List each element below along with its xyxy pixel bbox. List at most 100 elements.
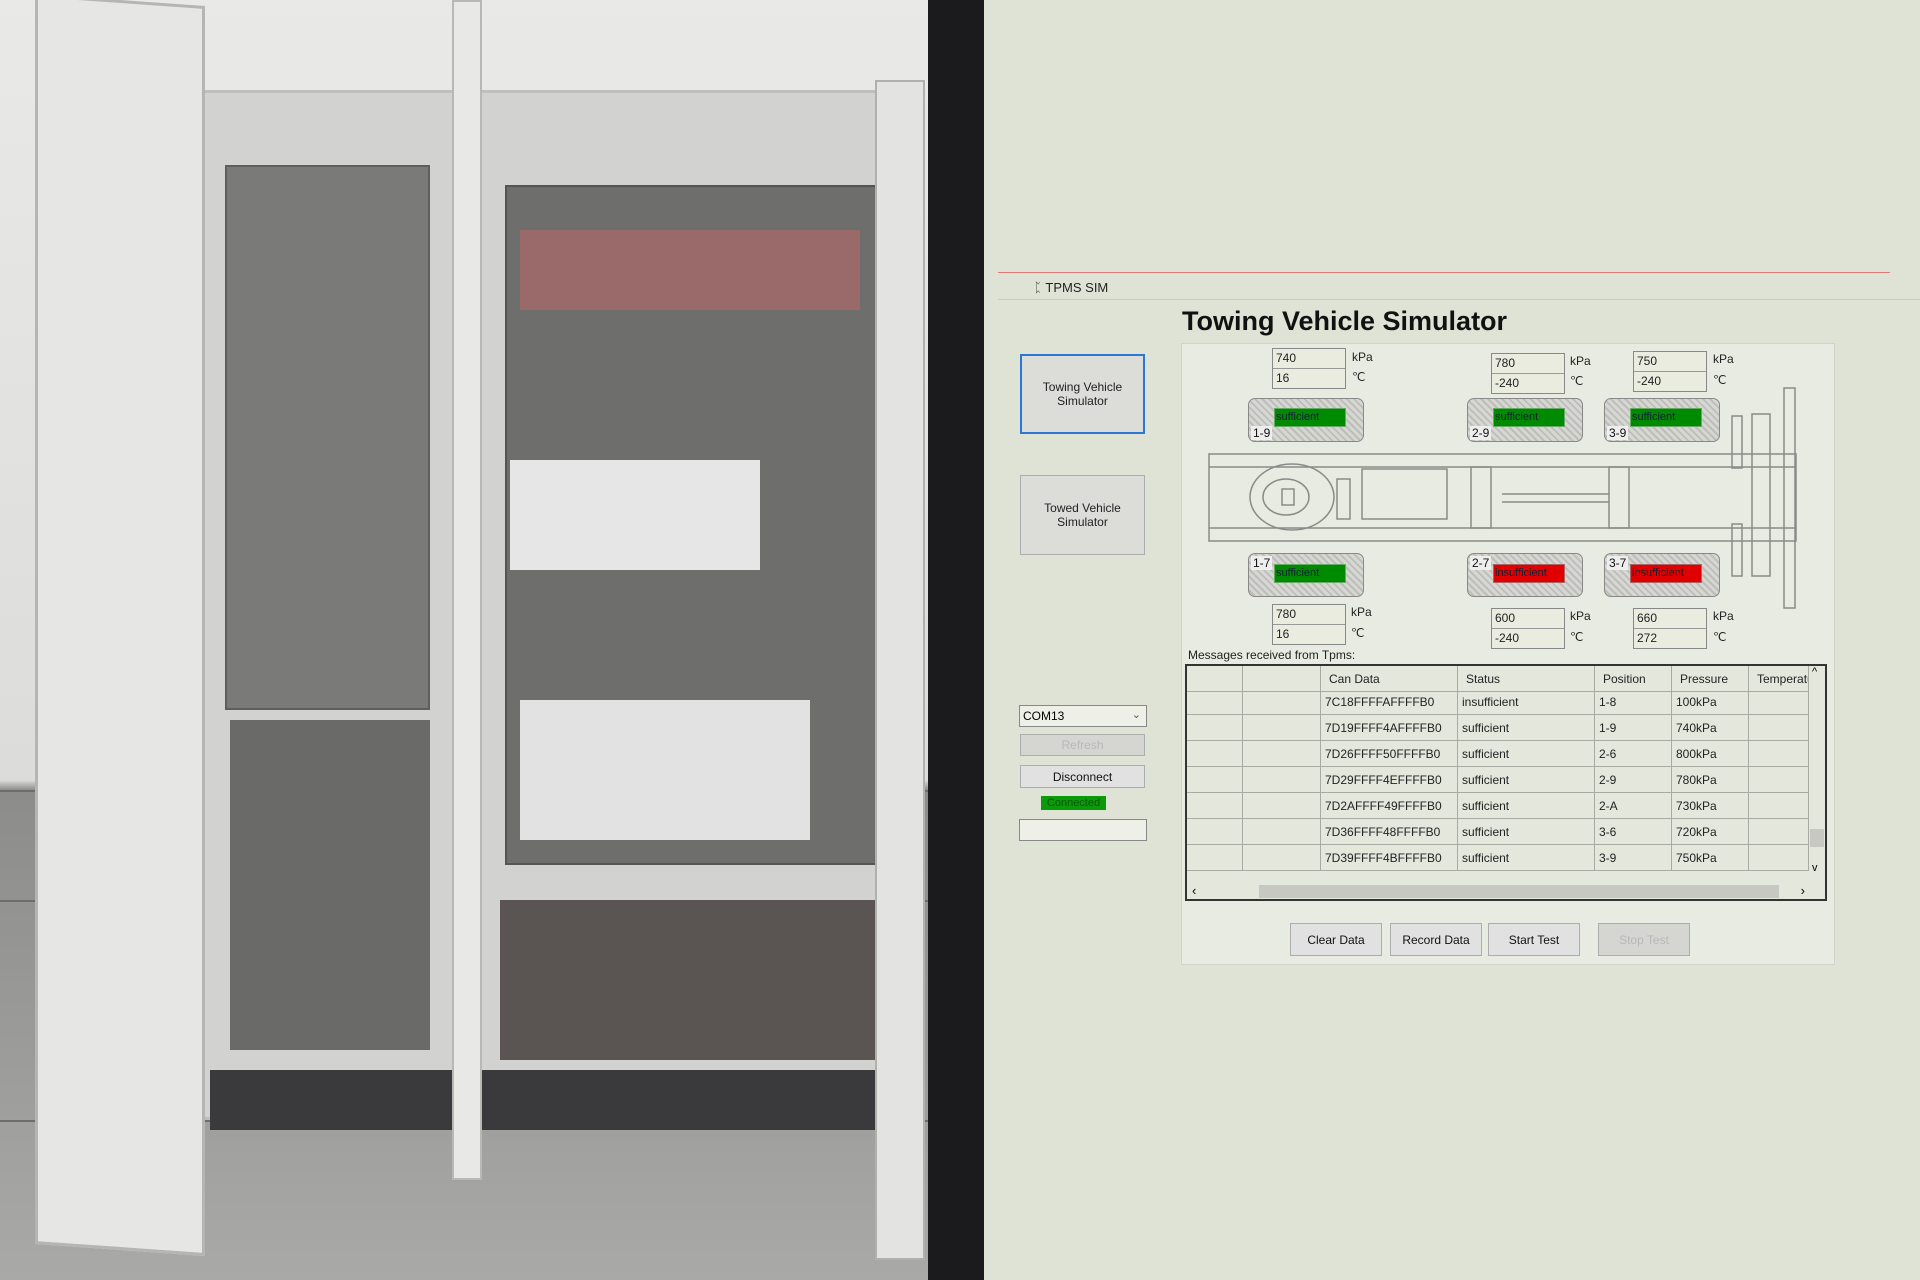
table-cell (1187, 741, 1243, 766)
tire-position: 1-9 (1251, 426, 1273, 440)
column-header: Position (1595, 666, 1672, 691)
vertical-scrollbar[interactable]: ^v (1809, 666, 1825, 883)
scrollbar-thumb[interactable] (1810, 829, 1824, 847)
table-cell (1243, 741, 1321, 766)
start-test-button[interactable]: Start Test (1488, 923, 1580, 956)
temperature-field[interactable]: -240 (1495, 376, 1520, 390)
table-cell: 2-9 (1595, 767, 1672, 792)
table-cell: 800kPa (1672, 741, 1749, 766)
clear-data-button[interactable]: Clear Data (1290, 923, 1382, 956)
table-cell: sufficient (1458, 845, 1595, 870)
tire-status: sufficient (1630, 408, 1702, 427)
temperature-field[interactable]: 16 (1276, 371, 1290, 385)
column-header: Pressure (1672, 666, 1749, 691)
com-port-value: COM13 (1023, 709, 1065, 723)
scroll-right-icon[interactable]: › (1800, 883, 1805, 898)
disconnect-button[interactable]: Disconnect (1020, 765, 1145, 788)
table-cell: 1-9 (1595, 715, 1672, 740)
table-cell: 730kPa (1672, 793, 1749, 818)
record-data-button[interactable]: Record Data (1390, 923, 1482, 956)
table-cell (1749, 741, 1809, 766)
tire-position: 3-7 (1607, 556, 1629, 570)
table-cell (1243, 689, 1321, 714)
pressure-field[interactable]: 780 (1273, 605, 1345, 625)
temp-unit: ℃ (1570, 630, 1584, 644)
window-title: ᛈ TPMS SIM (1034, 280, 1108, 295)
table-cell (1749, 715, 1809, 740)
table-cell (1749, 793, 1809, 818)
table-cell (1187, 767, 1243, 792)
scroll-down-icon[interactable]: v (1812, 862, 1818, 874)
temperature-field[interactable]: 272 (1637, 631, 1658, 645)
table-cell (1243, 767, 1321, 792)
refresh-button[interactable]: Refresh (1020, 734, 1145, 756)
window-top-border (998, 272, 1890, 273)
table-cell (1243, 845, 1321, 870)
temperature-field[interactable]: -240 (1637, 374, 1662, 388)
pressure-field[interactable]: 740 (1273, 349, 1345, 369)
towing-vehicle-button[interactable]: Towing Vehicle Simulator (1020, 354, 1145, 434)
status-textbox[interactable] (1019, 819, 1147, 841)
pressure-field[interactable]: 780 (1492, 354, 1564, 374)
column-header: Temperatu (1749, 666, 1809, 691)
scroll-left-icon[interactable]: ‹ (1192, 883, 1197, 898)
pressure-field[interactable]: 600 (1492, 609, 1564, 629)
table-cell: sufficient (1458, 767, 1595, 792)
table-cell (1187, 715, 1243, 740)
table-cell (1749, 819, 1809, 844)
table-cell (1187, 689, 1243, 714)
temperature-field[interactable]: -240 (1495, 631, 1520, 645)
tire-position: 1-7 (1251, 556, 1273, 570)
scroll-up-icon[interactable]: ^ (1812, 666, 1818, 678)
table-cell (1243, 819, 1321, 844)
pressure-field[interactable]: 750 (1634, 352, 1706, 372)
tire-status: insufficient (1630, 564, 1702, 583)
connection-status-badge: Connected (1041, 796, 1106, 810)
table-cell: 7D36FFFF48FFFFB0 (1321, 819, 1458, 844)
table-cell: 3-9 (1595, 845, 1672, 870)
table-cell: sufficient (1458, 741, 1595, 766)
tire-3-9-values: 750 -240 (1633, 351, 1707, 392)
pressure-field[interactable]: 660 (1634, 609, 1706, 629)
horizontal-scrollbar[interactable]: ‹› (1187, 883, 1809, 899)
cabinet-photo (0, 0, 928, 1280)
temp-unit: ℃ (1570, 374, 1584, 388)
table-cell: 3-6 (1595, 819, 1672, 844)
towed-vehicle-button[interactable]: Towed Vehicle Simulator (1020, 475, 1145, 555)
column-header (1243, 666, 1321, 691)
temp-unit: ℃ (1713, 373, 1727, 387)
pressure-unit: kPa (1713, 609, 1734, 623)
table-cell: 7D19FFFF4AFFFFB0 (1321, 715, 1458, 740)
tire-2-9-values: 780 -240 (1491, 353, 1565, 394)
scrollbar-thumb[interactable] (1259, 885, 1779, 898)
com-port-select[interactable]: COM13⌄ (1019, 705, 1147, 727)
column-header: Can Data (1321, 666, 1458, 691)
titlebar-divider (998, 299, 1920, 300)
temperature-field[interactable]: 16 (1276, 627, 1290, 641)
table-cell (1749, 689, 1809, 714)
table-cell: 2-6 (1595, 741, 1672, 766)
messages-label: Messages received from Tpms: (1188, 648, 1356, 662)
temp-unit: ℃ (1713, 630, 1727, 644)
table-cell: 720kPa (1672, 819, 1749, 844)
column-header (1187, 666, 1243, 691)
table-cell (1243, 715, 1321, 740)
table-cell (1187, 819, 1243, 844)
table-cell (1187, 845, 1243, 870)
stop-test-button[interactable]: Stop Test (1598, 923, 1690, 956)
temp-unit: ℃ (1352, 370, 1366, 384)
